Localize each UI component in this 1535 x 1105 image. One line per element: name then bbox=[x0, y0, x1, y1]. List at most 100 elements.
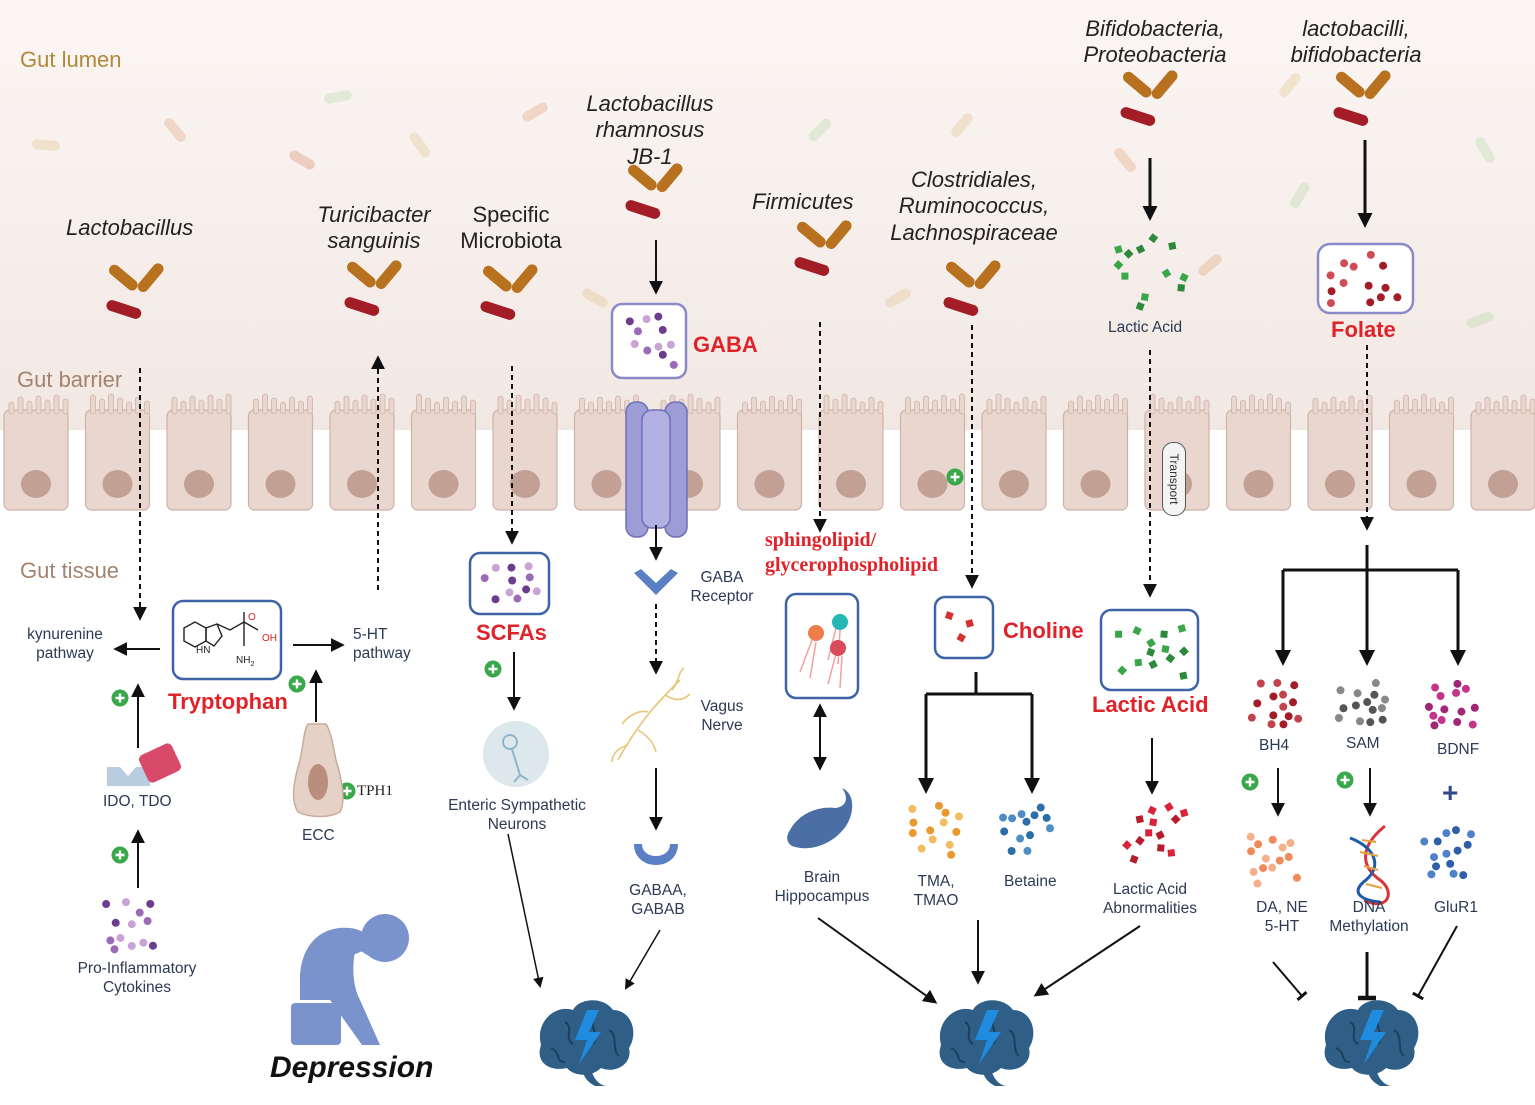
label-tma-tmao: TMA, TMAO bbox=[908, 873, 964, 910]
lactic-acid-box-dots-icon bbox=[1115, 624, 1189, 680]
label-tph1: TPH1 bbox=[357, 783, 393, 799]
dot bbox=[947, 850, 956, 859]
label-choline: Choline bbox=[1003, 618, 1084, 643]
dot bbox=[1247, 847, 1256, 856]
dot bbox=[908, 829, 917, 838]
dot bbox=[116, 933, 125, 942]
dot bbox=[127, 920, 136, 929]
dot bbox=[1427, 870, 1436, 879]
label-lactic-acid-tissue: Lactic Acid bbox=[1092, 692, 1209, 717]
dot bbox=[1140, 292, 1149, 302]
label-dna-line1: DNA bbox=[1352, 899, 1386, 916]
dot bbox=[146, 899, 155, 908]
label-dna-methylation: DNA Methylation bbox=[1323, 899, 1415, 936]
dot bbox=[1253, 699, 1262, 708]
dot bbox=[1381, 283, 1390, 292]
dot bbox=[1453, 846, 1462, 855]
label-sphingolipid-line2: glycerophospholipid bbox=[765, 554, 939, 576]
label-brain-hippocampus: Brain Hippocampus bbox=[765, 869, 879, 906]
dot bbox=[1007, 847, 1016, 856]
dot bbox=[111, 918, 120, 927]
dot bbox=[939, 818, 948, 827]
label-rhamnosus-line3: JB-1 bbox=[627, 143, 673, 169]
label-specific-line1: Specific bbox=[472, 202, 550, 227]
dot bbox=[1249, 867, 1258, 876]
dot bbox=[1378, 715, 1387, 724]
plus-icon bbox=[110, 688, 130, 708]
transport-text: Transport bbox=[1167, 453, 1181, 505]
epithelial-cell bbox=[899, 393, 966, 511]
dot bbox=[491, 595, 500, 604]
dot bbox=[508, 576, 517, 585]
dot bbox=[1376, 293, 1385, 302]
inhibit-glur1-brain bbox=[1412, 925, 1458, 1001]
arrow-head-tma bbox=[918, 778, 934, 794]
dot bbox=[1453, 718, 1462, 727]
label-dna-line2: Methylation bbox=[1329, 917, 1409, 935]
dot bbox=[941, 808, 950, 817]
cytokine-dots-icon bbox=[102, 898, 157, 954]
dot bbox=[1135, 835, 1145, 846]
dot bbox=[1121, 272, 1129, 280]
label-lactobacilli-line2: bifidobacteria bbox=[1290, 42, 1422, 68]
dot bbox=[1016, 834, 1025, 843]
enteric-neuron-icon bbox=[483, 721, 549, 787]
dot bbox=[1146, 647, 1156, 657]
label-clostridiales-line3: Lachnospiraceae bbox=[890, 219, 1058, 245]
label-ido-tdo: IDO, TDO bbox=[103, 793, 172, 810]
arrow-hippocampus-brain bbox=[817, 917, 938, 1004]
dot bbox=[1148, 659, 1158, 670]
dot bbox=[1463, 840, 1472, 849]
dot bbox=[1470, 703, 1479, 712]
zone-label-lumen: Gut lumen bbox=[20, 47, 122, 72]
label-brain-line1: Brain bbox=[803, 869, 841, 886]
epithelial-cell bbox=[492, 393, 558, 511]
lipid-molecules-icon bbox=[799, 614, 848, 689]
label-bh4: BH4 bbox=[1259, 737, 1290, 754]
dot bbox=[945, 840, 954, 849]
label-vagus-nerve: Vagus Nerve bbox=[692, 698, 752, 735]
dot bbox=[1379, 261, 1388, 270]
dot bbox=[1393, 293, 1402, 302]
dot bbox=[1000, 827, 1009, 836]
label-hn: HN bbox=[196, 645, 211, 656]
dot bbox=[1437, 716, 1446, 725]
dot bbox=[654, 312, 663, 321]
label-cytokines-line1: Pro-Inflammatory bbox=[77, 960, 197, 977]
dot bbox=[1284, 852, 1293, 861]
dot bbox=[1254, 840, 1263, 849]
label-rhamnosus-line1: Lactobacillus bbox=[586, 91, 714, 116]
label-neurons-line2: Neurons bbox=[487, 815, 547, 833]
dot bbox=[1155, 830, 1165, 840]
dot bbox=[1179, 671, 1188, 680]
label-gaba-receptor: GABA Receptor bbox=[686, 569, 758, 606]
plus-icon bbox=[1335, 770, 1355, 790]
dot bbox=[642, 315, 651, 324]
dot bbox=[1179, 808, 1189, 818]
dot bbox=[1114, 245, 1123, 254]
label-vagus-line1: Vagus bbox=[700, 698, 744, 715]
dot bbox=[625, 317, 634, 326]
label-turicibacter-line2: sanguinis bbox=[327, 228, 421, 254]
dot bbox=[1273, 678, 1282, 687]
label-vagus-line2: Nerve bbox=[701, 716, 743, 734]
dot bbox=[1045, 824, 1054, 833]
dot bbox=[1339, 704, 1348, 713]
dot bbox=[1363, 698, 1372, 707]
sam-dots-icon bbox=[1334, 679, 1390, 727]
dot bbox=[1253, 879, 1262, 888]
dot bbox=[135, 908, 144, 917]
dot bbox=[505, 588, 514, 597]
dot bbox=[999, 813, 1008, 822]
plus-icon bbox=[945, 467, 965, 487]
label-o: O bbox=[248, 612, 256, 623]
label-lactic-acid-lumen: Lactic Acid bbox=[1108, 319, 1183, 336]
dot bbox=[1336, 686, 1345, 695]
dot bbox=[1246, 832, 1255, 841]
label-gabaa: GABAA, GABAB bbox=[626, 882, 690, 919]
label-lactobacilli: lactobacilli, bifidobacteria bbox=[1278, 16, 1434, 69]
betaine-dots-icon bbox=[999, 803, 1054, 856]
lactic-acid-dots-icon bbox=[1113, 233, 1189, 311]
dot bbox=[1452, 688, 1461, 697]
dot bbox=[1268, 863, 1277, 872]
